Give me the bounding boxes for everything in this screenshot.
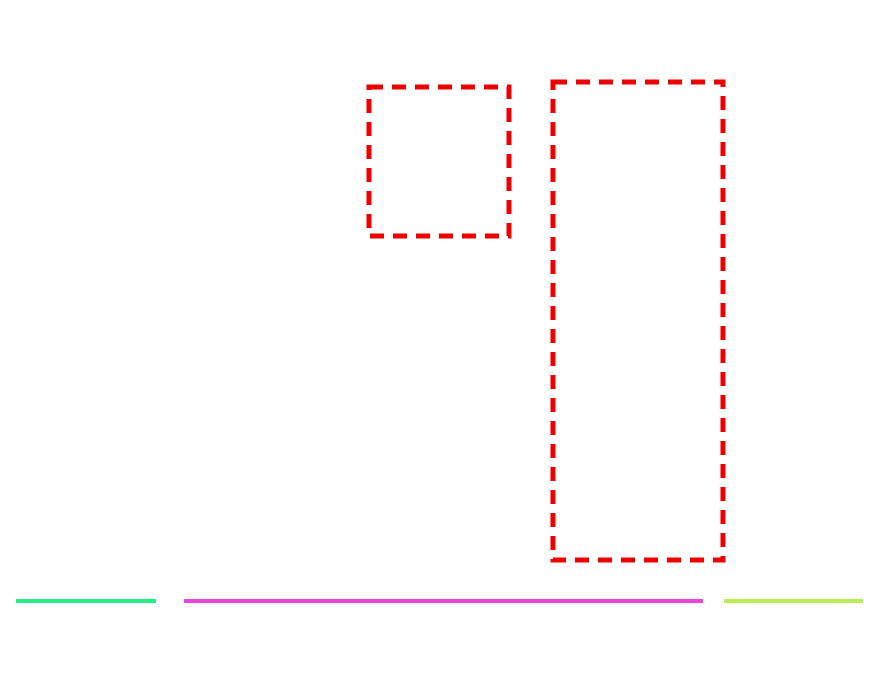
dashed-box-tall [550,79,726,563]
dashed-box-small [366,84,512,239]
